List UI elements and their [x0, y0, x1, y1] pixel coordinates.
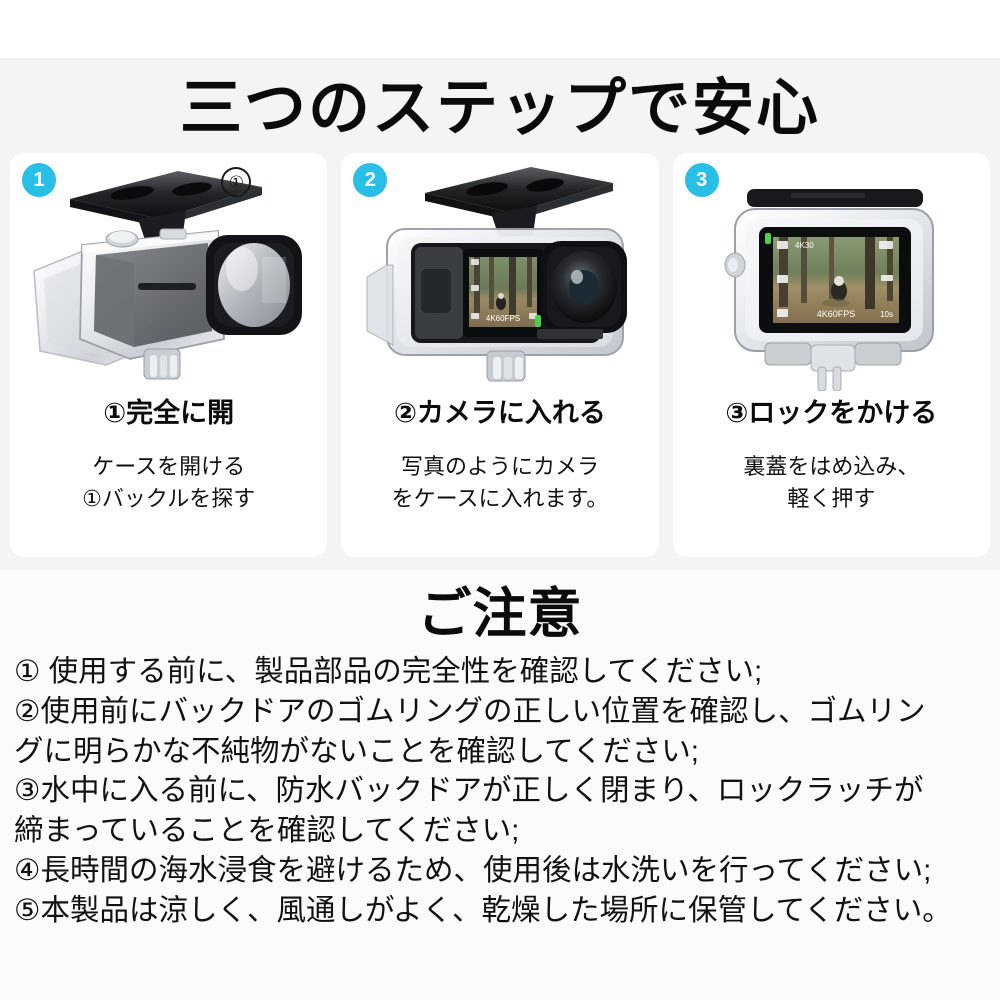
- step-badge-1: 1: [22, 163, 56, 197]
- screen-resolution-label: 4K30: [795, 241, 814, 250]
- notice-section: ご注意 ① 使用する前に、製品部品の完全性を確認してください; ②使用前にバック…: [0, 570, 1000, 1000]
- lens-ring-icon: [206, 235, 302, 335]
- mount-fingers: [143, 348, 181, 380]
- notice-line: 締まっていることを確認してください;: [14, 814, 520, 848]
- case-body: [79, 228, 225, 360]
- step-heading-1: ①完全に開: [103, 398, 235, 428]
- step-body-line1: 裏蓋をはめ込み、: [743, 454, 920, 480]
- step-body-2: 写真のようにカメラ をケースに入れます。: [392, 451, 609, 513]
- mount-fingers: [486, 350, 526, 382]
- step-body-line2: をケースに入れます。: [391, 485, 609, 511]
- notice-line: ① 使用する前に、製品部品の完全性を確認してください;: [14, 655, 763, 688]
- notice-line: ⑤本製品は涼しく、風通しがよく、乾燥した場所に保管してください。: [14, 893, 952, 927]
- brand-strip: [537, 329, 604, 339]
- notice-list: ① 使用する前に、製品部品の完全性を確認してください; ②使用前にバックドアのゴ…: [0, 652, 1000, 931]
- notice-line: ③水中に入る前に、防水バックドアが正しく閉まり、ロックラッチが: [14, 774, 924, 808]
- step-card-3[interactable]: 3: [672, 153, 990, 557]
- lens-icon: [541, 241, 628, 333]
- step-image-3: 4K30 4K60FPS 10s: [673, 153, 990, 391]
- step-body-line2: ①バックルを探す: [82, 485, 256, 511]
- screen-timer-label: 10s: [880, 310, 893, 319]
- status-led-icon: [535, 315, 542, 327]
- step-body-line2: 軽く押す: [787, 485, 876, 511]
- camera-screen: 4K30 4K60FPS 10s: [772, 237, 899, 323]
- camera-in-case-illustration: 4K60FPS: [366, 167, 628, 382]
- steps-container: 1 ①: [10, 153, 990, 557]
- step-body-line1: ケースを開ける: [92, 454, 246, 480]
- side-button-icon: [724, 252, 746, 278]
- step-image-2: 4K60FPS: [341, 153, 658, 391]
- screen-mode-label: 4K60FPS: [816, 309, 855, 319]
- page-title: 三つのステップで安心: [179, 74, 820, 143]
- step-badge-2: 2: [353, 163, 388, 197]
- notice-line: ④長時間の海水浸食を避けるため、使用後は水洗いを行ってください;: [14, 854, 932, 888]
- step-card-2[interactable]: 2: [341, 153, 659, 557]
- status-led-icon: [764, 233, 771, 244]
- mount-plate-icon: [425, 167, 614, 237]
- step-card-1[interactable]: 1 ①: [10, 153, 328, 557]
- step-body-line1: 写真のようにカメラ: [400, 454, 599, 480]
- step-body-1: ケースを開ける ①バックルを探す: [82, 451, 255, 513]
- open-case-illustration: [33, 171, 302, 380]
- mount-fingers: [817, 366, 842, 391]
- step-image-1: [10, 153, 327, 391]
- step-heading-2: ②カメラに入れる: [394, 398, 606, 428]
- closed-case-illustration: 4K30 4K60FPS 10s: [724, 189, 934, 391]
- camera-screen: 4K60FPS: [463, 249, 544, 337]
- step-body-3: 裏蓋をはめ込み、 軽く押す: [743, 451, 919, 513]
- step-heading-3: ③ロックをかける: [725, 398, 938, 428]
- step-badge-3: 3: [684, 163, 719, 197]
- notice-line: ②使用前にバックドアのゴムリングの正しい位置を確認し、ゴムリン: [14, 694, 926, 728]
- notice-line: グに明らかな不純物がないことを確認してください;: [14, 734, 699, 768]
- buckle-marker-icon: ①: [221, 167, 252, 197]
- screen-mode-label: 4K60FPS: [486, 314, 520, 323]
- notice-title: ご注意: [417, 583, 583, 644]
- lock-latches: [764, 342, 902, 372]
